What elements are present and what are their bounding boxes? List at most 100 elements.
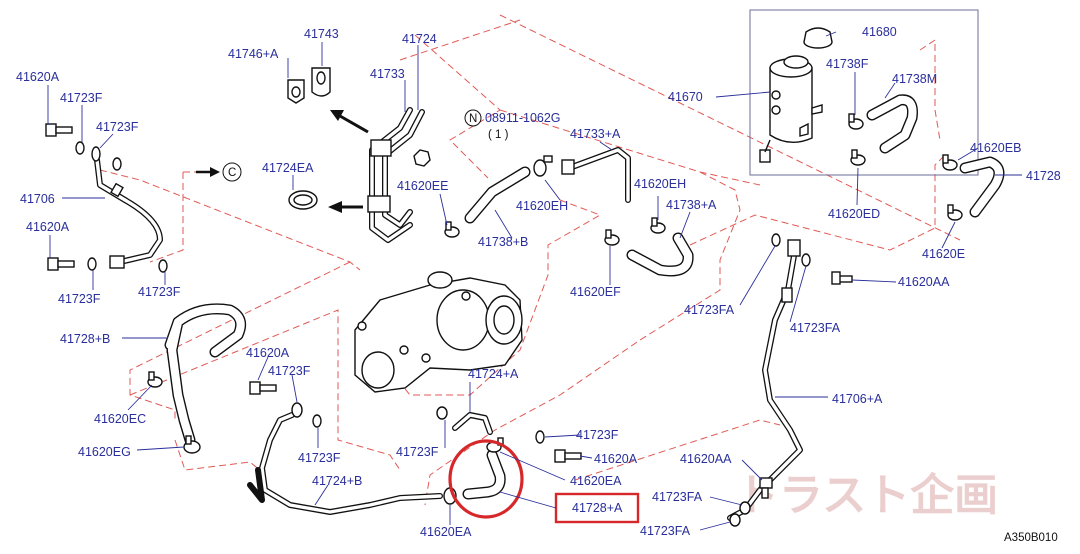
label-41738b[interactable]: 41738+B xyxy=(478,235,528,249)
label-41723fa-1[interactable]: 41723FA xyxy=(684,303,735,317)
clamp-41620e[interactable] xyxy=(947,204,963,221)
label-41620ea-2[interactable]: 41620EA xyxy=(570,474,622,488)
washer-41723fa-3[interactable] xyxy=(739,501,751,515)
label-41723f-7[interactable]: 41723F xyxy=(396,445,439,459)
washer-41723f-7[interactable] xyxy=(312,414,322,428)
label-41733[interactable]: 41733 xyxy=(370,67,405,81)
pipe-41706[interactable] xyxy=(94,157,163,269)
bolt-41620a-top[interactable] xyxy=(45,123,73,137)
bolt-41620aa-top[interactable] xyxy=(831,271,853,285)
label-41728b[interactable]: 41728+B xyxy=(60,332,110,346)
callout-n[interactable]: N xyxy=(464,109,482,127)
pipe-41733[interactable] xyxy=(369,107,413,243)
label-41706[interactable]: 41706 xyxy=(20,192,55,206)
label-41728a[interactable]: 41728+A xyxy=(572,501,623,515)
label-41723fa-3[interactable]: 41723FA xyxy=(652,490,703,504)
label-41743[interactable]: 41743 xyxy=(304,27,339,41)
label-41620eh-2[interactable]: 41620EH xyxy=(634,177,686,191)
power-steering-pump[interactable] xyxy=(354,271,523,393)
clamp-41620ed[interactable] xyxy=(850,149,866,166)
bolt-41620aa-bottom[interactable] xyxy=(759,477,773,499)
label-41723f-6[interactable]: 41723F xyxy=(298,451,341,465)
reservoir-tank[interactable] xyxy=(759,55,823,163)
label-41723f-2[interactable]: 41723F xyxy=(96,120,139,134)
label-41723f-1[interactable]: 41723F xyxy=(60,91,103,105)
label-41706a[interactable]: 41706+A xyxy=(832,392,883,406)
label-41670[interactable]: 41670 xyxy=(668,90,703,104)
label-41620a-1[interactable]: 41620A xyxy=(16,70,60,84)
pipe-41733a[interactable] xyxy=(561,147,631,203)
label-41620ef[interactable]: 41620EF xyxy=(570,285,621,299)
label-41733a[interactable]: 41733+A xyxy=(570,127,621,141)
label-41620eb[interactable]: 41620EB xyxy=(970,141,1021,155)
washer-41723fa-1[interactable] xyxy=(771,233,781,247)
label-41620eg[interactable]: 41620EG xyxy=(78,445,131,459)
label-41746a[interactable]: 41746+A xyxy=(228,47,279,61)
washer-41723f-6[interactable] xyxy=(291,402,303,418)
nut-08911[interactable] xyxy=(413,149,431,167)
pipe-clamp-top[interactable] xyxy=(370,139,392,157)
label-41620a-2[interactable]: 41620A xyxy=(26,220,70,234)
callout-c[interactable]: C xyxy=(222,162,242,182)
label-41723f-8[interactable]: 41723F xyxy=(576,428,619,442)
bolt-41620a-right[interactable] xyxy=(554,449,582,463)
label-41620aa-2[interactable]: 41620AA xyxy=(680,452,732,466)
clamp-41620eb[interactable] xyxy=(942,154,958,171)
label-41724b[interactable]: 41724+B xyxy=(312,474,362,488)
clamp-41743[interactable] xyxy=(311,67,331,97)
washer-41723f-5[interactable] xyxy=(158,259,168,273)
label-41620a-3[interactable]: 41620A xyxy=(246,346,290,360)
reservoir-cap[interactable] xyxy=(803,27,833,49)
washer-41723f-8[interactable] xyxy=(436,406,448,420)
washer-41723f-9[interactable] xyxy=(535,430,545,444)
hose-41738a[interactable] xyxy=(626,232,694,277)
grommet-41724ea[interactable] xyxy=(288,190,318,210)
bolt-41620a-low[interactable] xyxy=(249,381,277,395)
washer-41723f-1[interactable] xyxy=(75,141,85,155)
clamp-41620eh-1[interactable] xyxy=(533,155,553,177)
hose-41728a[interactable] xyxy=(462,449,506,500)
clip-41746a[interactable] xyxy=(287,79,305,104)
label-41724ea[interactable]: 41724EA xyxy=(262,161,314,175)
washer-41723f-2[interactable] xyxy=(91,146,101,162)
label-41620e[interactable]: 41620E xyxy=(922,247,965,261)
label-41723f-4[interactable]: 41723F xyxy=(138,285,181,299)
label-41620eh-1[interactable]: 41620EH xyxy=(516,199,568,213)
label-41723f-3[interactable]: 41723F xyxy=(58,292,101,306)
label-41620a-4[interactable]: 41620A xyxy=(594,452,638,466)
clamp-41620eh-2[interactable] xyxy=(650,217,666,234)
washer-41723f-3[interactable] xyxy=(112,157,122,171)
label-41724a[interactable]: 41724+A xyxy=(468,367,519,381)
label-41680[interactable]: 41680 xyxy=(862,25,897,39)
pipe-clamp-mid[interactable] xyxy=(367,195,391,213)
clamp-41738f[interactable] xyxy=(848,113,864,130)
label-41738a[interactable]: 41738+A xyxy=(666,198,717,212)
washer-41723fa-2[interactable] xyxy=(801,253,811,267)
clamp-41620ef[interactable] xyxy=(604,229,620,246)
label-41620aa-1[interactable]: 41620AA xyxy=(898,275,950,289)
label-41620ee[interactable]: 41620EE xyxy=(397,179,448,193)
label-41738f[interactable]: 41738F xyxy=(826,57,869,71)
hose-41738m[interactable] xyxy=(866,94,918,154)
bolt-41620a-mid[interactable] xyxy=(47,257,75,271)
pipe-41724b[interactable] xyxy=(247,412,443,515)
label-41620ed[interactable]: 41620ED xyxy=(828,207,880,221)
label-41724[interactable]: 41724 xyxy=(402,32,437,46)
pipe-41724[interactable] xyxy=(382,109,425,228)
label-41723f-5[interactable]: 41723F xyxy=(268,364,311,378)
label-41723fa-4[interactable]: 41723FA xyxy=(640,524,691,538)
label-41620ea-1[interactable]: 41620EA xyxy=(420,525,472,539)
pipe-41724a[interactable] xyxy=(452,412,493,435)
clamp-41620ec[interactable] xyxy=(147,371,163,388)
pipe-41706a[interactable] xyxy=(727,239,803,521)
label-41738m[interactable]: 41738M xyxy=(892,72,937,86)
hose-41728b[interactable] xyxy=(164,303,247,446)
label-41723fa-2[interactable]: 41723FA xyxy=(790,321,841,335)
hose-41728[interactable] xyxy=(959,156,1005,218)
clamp-41620ee[interactable] xyxy=(444,221,460,238)
label-41620ec[interactable]: 41620EC xyxy=(94,412,146,426)
washer-41723f-4[interactable] xyxy=(87,257,97,271)
hose-41738b[interactable] xyxy=(464,166,531,224)
label-41728[interactable]: 41728 xyxy=(1026,169,1061,183)
washer-41723fa-4[interactable] xyxy=(729,513,741,527)
